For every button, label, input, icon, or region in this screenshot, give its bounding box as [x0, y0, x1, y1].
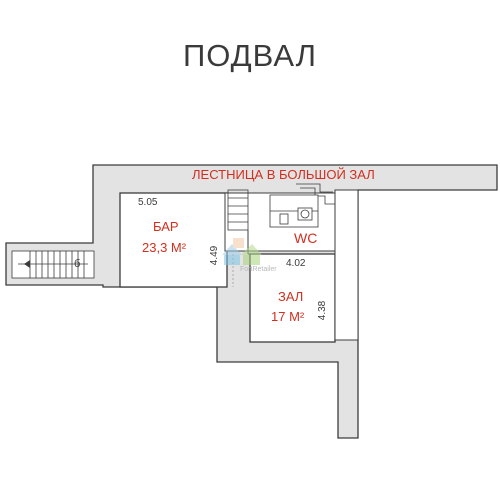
watermark-text: FortRetailer: [240, 266, 277, 273]
hall-height-dimension: 4.38: [317, 300, 329, 321]
watermark-logo: [222, 238, 262, 265]
stair-label: ЛЕСТНИЦА В БОЛЬШОЙ ЗАЛ: [192, 167, 375, 182]
wc-block: [269, 194, 319, 228]
entrance-stair: [11, 250, 95, 279]
bar-area: 23,3 М²: [142, 240, 187, 255]
stair-arrow: [24, 260, 30, 268]
right-corridor: [334, 189, 359, 341]
bar-height-dimension: 4.49: [209, 245, 221, 266]
hall-name: ЗАЛ: [278, 289, 304, 304]
page-title: ПОДВАЛ: [182, 38, 318, 73]
hall-area: 17 М²: [271, 309, 305, 324]
bar-width-dimension: 5.05: [138, 197, 158, 208]
stair-mark: б: [74, 258, 81, 270]
stair-to-big-hall: [227, 183, 335, 231]
wc-label: WC: [294, 230, 318, 246]
hall-room: [249, 253, 336, 343]
hall-width-dimension: 4.02: [286, 258, 306, 269]
bar-name: БАР: [153, 219, 179, 234]
